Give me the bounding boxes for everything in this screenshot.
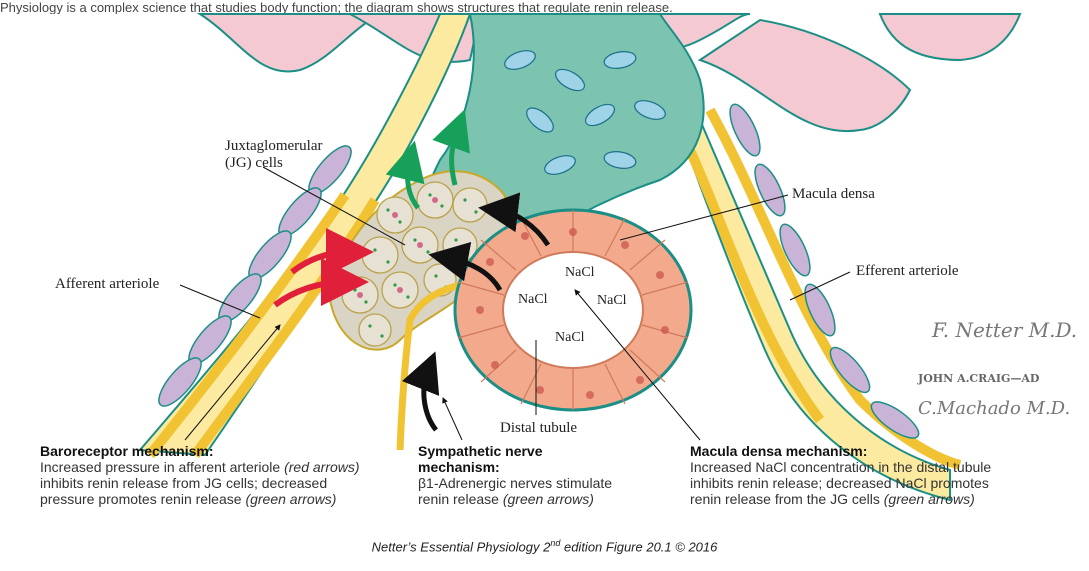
distal-tubule [453, 208, 693, 412]
black-arrows [402, 192, 551, 432]
clipped-top-text: Physiology is a complex science that stu… [0, 0, 673, 14]
craig-signature: JOHN A.CRAIG—AD [918, 372, 1040, 385]
efferent-arteriole-label: Efferent arteriole [856, 263, 959, 279]
leader-lines [179, 166, 851, 441]
netter-signature: F. Netter M.D. [932, 318, 1078, 342]
sympathetic-mechanism: Sympathetic nerve mechanism: β1-Adrenerg… [418, 443, 648, 507]
baroreceptor-mechanism: Baroreceptor mechanism: Increased pressu… [40, 443, 380, 507]
figure-caption: Netter’s Essential Physiology 2nd editio… [371, 538, 718, 555]
macula-densa-heading: Macula densa mechanism: [690, 443, 868, 459]
jg-cells-label: Juxtaglomerular (JG) cells [225, 138, 323, 171]
sympathetic-nerve [396, 281, 461, 451]
nacl-label: NaCl [565, 265, 595, 280]
green-renin-arrows [385, 109, 470, 210]
macula-densa-mechanism: Macula densa mechanism: Increased NaCl c… [690, 443, 1050, 507]
nacl-label: NaCl [597, 293, 627, 308]
efferent-arteriole [678, 103, 962, 502]
nacl-label: NaCl [518, 292, 548, 307]
machado-signature: C.Machado M.D. [918, 398, 1071, 419]
distal-tubule-label: Distal tubule [500, 420, 578, 436]
macula-densa-label: Macula densa [792, 186, 875, 202]
red-pressure-arrows [273, 228, 374, 308]
baroreceptor-heading: Baroreceptor mechanism: [40, 443, 214, 459]
afferent-arteriole-label: Afferent arteriole [55, 276, 160, 292]
nacl-label: NaCl [555, 330, 585, 345]
sympathetic-heading: Sympathetic nerve [418, 443, 543, 459]
